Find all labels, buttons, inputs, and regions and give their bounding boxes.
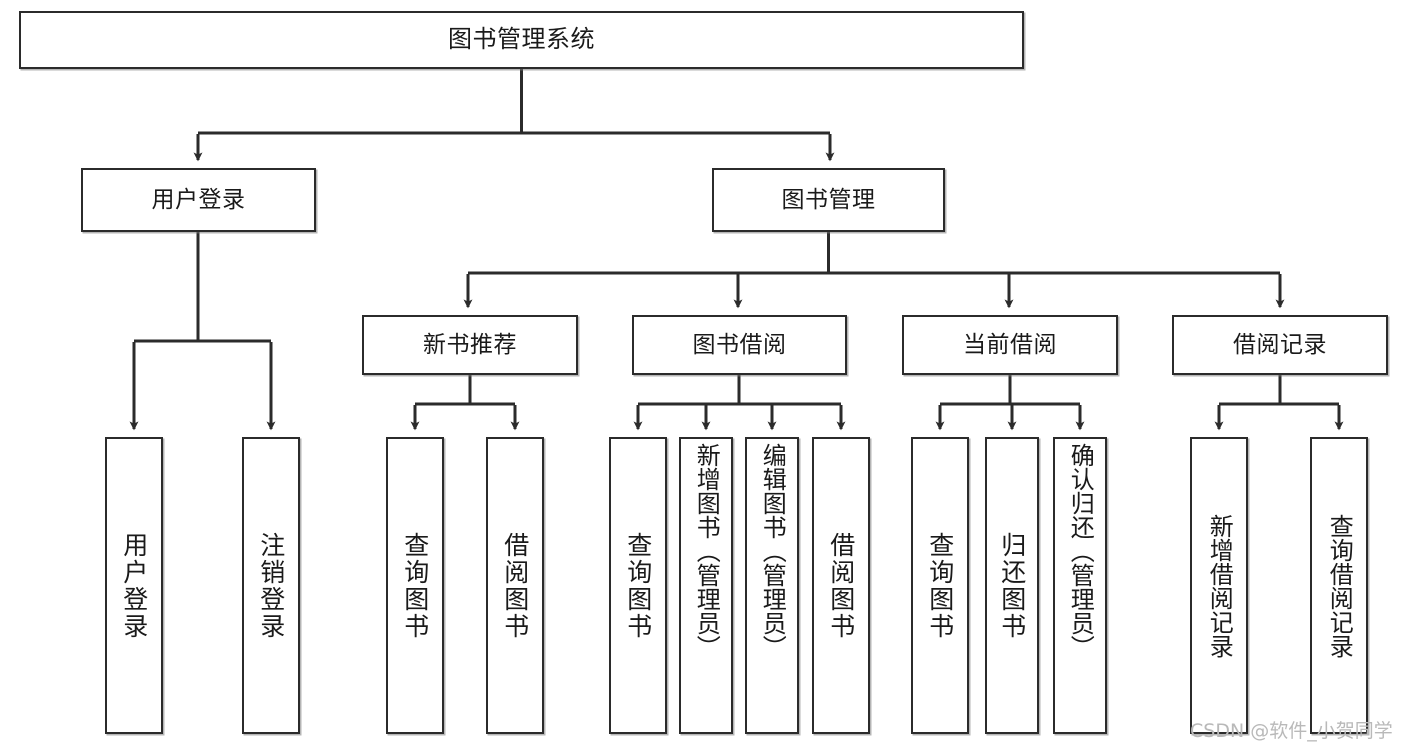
node-book-management[interactable]: 图书管理 <box>712 168 945 232</box>
node-user-login[interactable]: 用户登录 <box>81 168 316 232</box>
leaf-query-book-current[interactable]: 查询图书 <box>911 437 969 734</box>
leaf-edit-book-admin[interactable]: 编辑图书（管理员） <box>745 437 799 734</box>
leaf-query-borrow-record[interactable]: 查询借阅记录 <box>1310 437 1368 734</box>
leaf-confirm-return-admin[interactable]: 确认归还（管理员） <box>1053 437 1107 734</box>
leaf-borrow-book[interactable]: 借阅图书 <box>812 437 870 734</box>
node-label: 图书管理 <box>781 186 876 213</box>
node-book-borrow[interactable]: 图书借阅 <box>632 315 847 375</box>
node-label: 查询图书 <box>400 531 430 640</box>
node-label: 图书管理系统 <box>448 25 595 54</box>
leaf-query-book[interactable]: 查询图书 <box>609 437 667 734</box>
node-label: 当前借阅 <box>963 331 1057 358</box>
node-label: 图书借阅 <box>692 331 787 358</box>
node-borrow-record[interactable]: 借阅记录 <box>1172 315 1388 375</box>
node-label: 借阅图书 <box>826 531 856 640</box>
node-label: 查询图书 <box>623 531 653 640</box>
node-label: 确认归还（管理员） <box>1066 443 1095 659</box>
node-label: 用户登录 <box>119 531 149 640</box>
leaf-query-book-recommend[interactable]: 查询图书 <box>386 437 444 734</box>
leaf-add-book-admin[interactable]: 新增图书（管理员） <box>679 437 733 734</box>
leaf-user-login[interactable]: 用户登录 <box>105 437 163 734</box>
node-label: 查询图书 <box>925 531 955 640</box>
leaf-logout[interactable]: 注销登录 <box>242 437 300 734</box>
node-label: 借阅记录 <box>1233 331 1327 358</box>
node-label: 编辑图书（管理员） <box>758 443 787 659</box>
node-label: 新增图书（管理员） <box>692 443 721 659</box>
node-label: 新书推荐 <box>423 331 517 358</box>
node-label: 归还图书 <box>997 531 1027 640</box>
node-root-system[interactable]: 图书管理系统 <box>19 11 1024 69</box>
node-label: 用户登录 <box>151 186 246 213</box>
node-label: 注销登录 <box>256 531 286 640</box>
node-label: 新增借阅记录 <box>1205 513 1234 658</box>
node-new-book-recommend[interactable]: 新书推荐 <box>362 315 578 375</box>
node-current-borrow[interactable]: 当前借阅 <box>902 315 1118 375</box>
leaf-borrow-book-recommend[interactable]: 借阅图书 <box>486 437 544 734</box>
node-label: 借阅图书 <box>500 531 530 640</box>
csdn-watermark: CSDN @软件_小贺同学 <box>1190 720 1393 742</box>
node-label: 查询借阅记录 <box>1325 513 1354 658</box>
leaf-return-book[interactable]: 归还图书 <box>985 437 1039 734</box>
leaf-add-borrow-record[interactable]: 新增借阅记录 <box>1190 437 1248 734</box>
